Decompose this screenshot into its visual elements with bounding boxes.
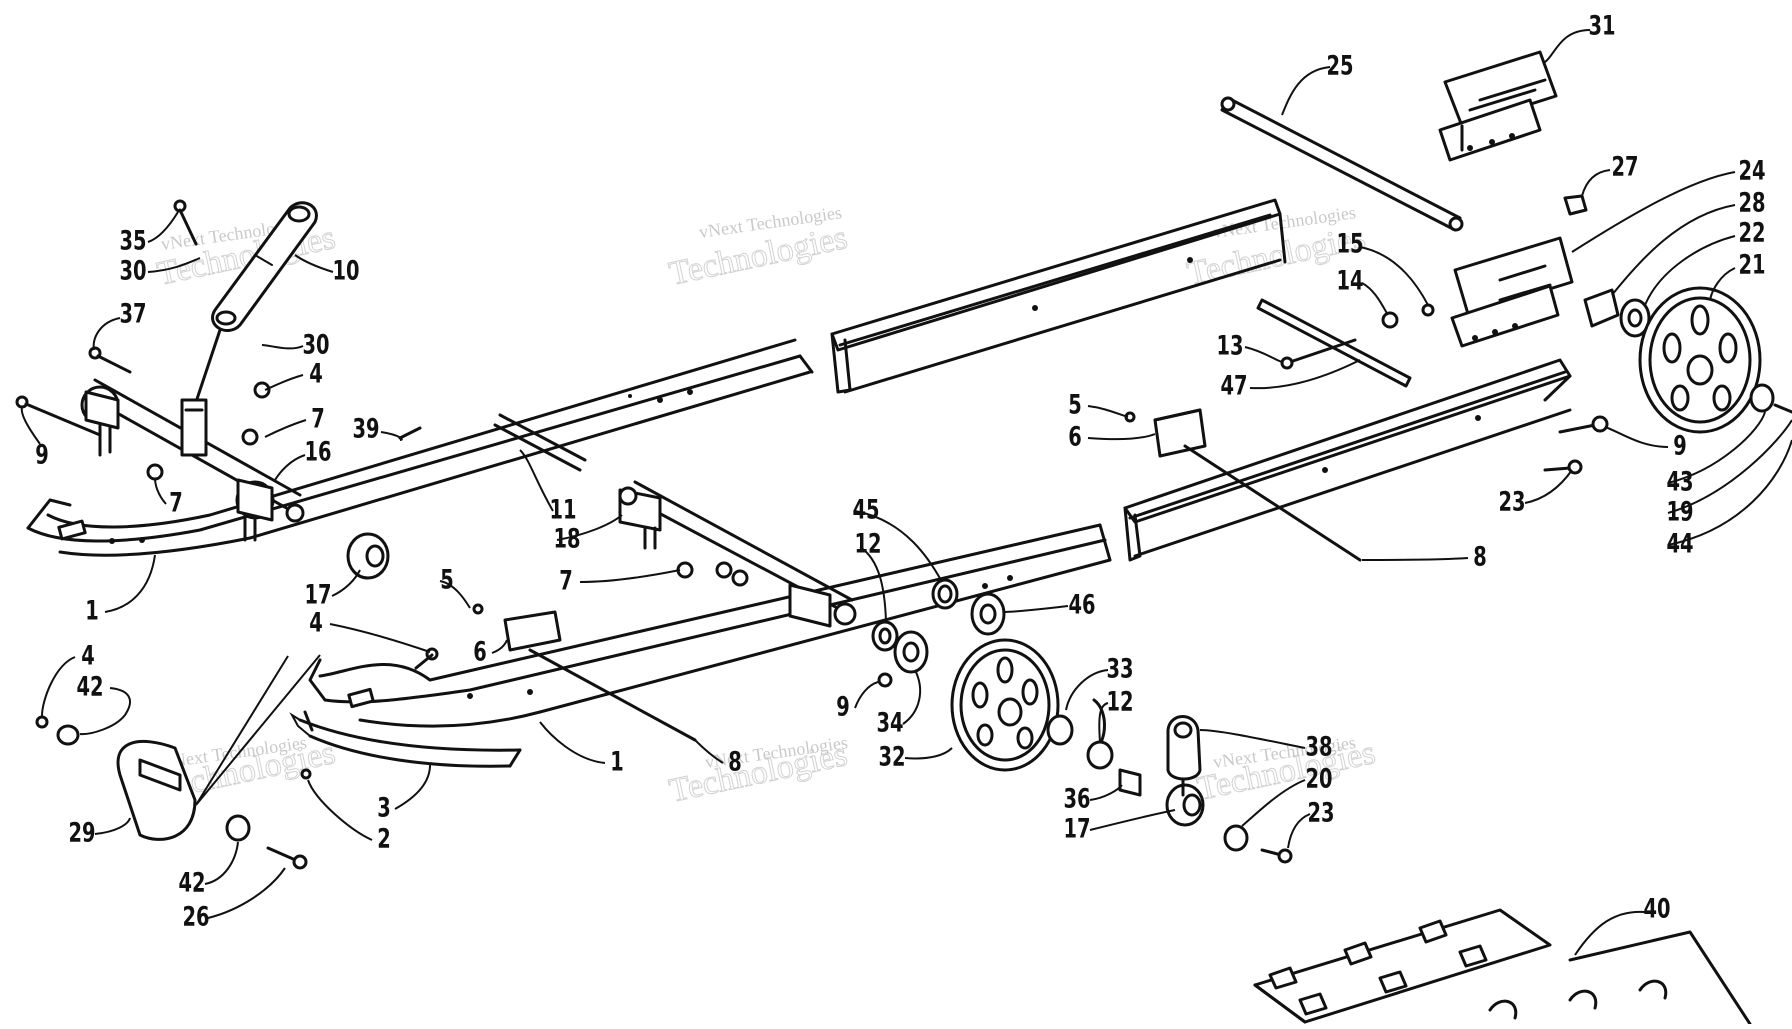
callout-3: 3 — [377, 791, 391, 823]
callout-5: 5 — [1068, 388, 1082, 420]
callout-21: 21 — [1738, 248, 1765, 280]
left-upper-rail — [830, 198, 1287, 394]
callout-2: 2 — [377, 822, 391, 854]
bearing-set — [871, 578, 1006, 674]
callout-25: 25 — [1326, 49, 1353, 81]
idler-roller — [346, 532, 1205, 827]
callout-17: 17 — [1063, 812, 1090, 844]
callout-10: 10 — [332, 254, 359, 286]
callout-4: 4 — [309, 606, 323, 638]
callout-31: 31 — [1588, 9, 1615, 41]
fasteners — [15, 199, 1609, 864]
stop-block — [503, 408, 1207, 652]
rear-idler-wheel — [1638, 286, 1792, 434]
axle-hardware — [1086, 698, 1142, 797]
clip-part — [1563, 194, 1588, 216]
track-segment — [1253, 908, 1752, 1026]
callout-39: 39 — [352, 412, 379, 444]
callout-8: 8 — [1473, 540, 1487, 572]
pivot-block — [84, 390, 274, 522]
callout-34: 34 — [876, 706, 903, 738]
callout-7: 7 — [559, 564, 573, 596]
middle-shaft — [618, 480, 857, 628]
callout-4: 4 — [309, 357, 323, 389]
callout-24: 24 — [1738, 154, 1765, 186]
callout-37: 37 — [119, 297, 146, 329]
callout-7: 7 — [169, 486, 183, 518]
callout-6: 6 — [1068, 420, 1082, 452]
rear-shaft — [1220, 96, 1464, 232]
leader-lines — [20, 29, 1792, 956]
callout-17: 17 — [304, 578, 331, 610]
callout-12: 12 — [854, 527, 881, 559]
cross-shaft — [493, 413, 587, 472]
callout-11: 11 — [549, 493, 576, 525]
callout-26: 26 — [182, 900, 209, 932]
right-slide-rail — [308, 523, 1112, 728]
callout-6: 6 — [473, 635, 487, 667]
callout-1: 1 — [610, 745, 624, 777]
callout-42: 42 — [76, 670, 103, 702]
ski-bumper — [35, 715, 308, 870]
callout-7: 7 — [311, 402, 325, 434]
callout-42: 42 — [178, 866, 205, 898]
callout-23: 23 — [1307, 796, 1334, 828]
left-slide-rail — [26, 338, 814, 557]
callout-4: 4 — [81, 639, 95, 671]
wear-strip — [289, 712, 522, 768]
callout-15: 15 — [1336, 227, 1363, 259]
callout-44: 44 — [1666, 527, 1693, 559]
front-arm — [188, 201, 318, 422]
callout-23: 23 — [1498, 485, 1525, 517]
right-upper-rail — [1123, 358, 1572, 562]
callout-18: 18 — [553, 522, 580, 554]
callout-30: 30 — [119, 254, 146, 286]
spacer-washers — [1583, 288, 1651, 338]
callout-14: 14 — [1336, 264, 1363, 296]
callout-9: 9 — [1673, 429, 1687, 461]
callout-9: 9 — [836, 690, 850, 722]
callout-29: 29 — [68, 816, 95, 848]
tie-rod — [1256, 298, 1412, 388]
callout-33: 33 — [1106, 652, 1133, 684]
line-art — [15, 29, 1792, 1026]
front-bracket — [180, 398, 208, 457]
watermarks: vNext Technologies Technologies vNext Te… — [153, 202, 1379, 810]
callout-1: 1 — [85, 594, 99, 626]
callout-16: 16 — [304, 435, 331, 467]
bolt — [1280, 338, 1357, 370]
callout-38: 38 — [1305, 730, 1332, 762]
callout-9: 9 — [35, 438, 49, 470]
callout-46: 46 — [1068, 588, 1095, 620]
callout-28: 28 — [1738, 186, 1765, 218]
callout-5: 5 — [440, 563, 454, 595]
rear-link — [1166, 715, 1249, 852]
callout-36: 36 — [1063, 782, 1090, 814]
upper-bracket — [1438, 50, 1558, 162]
callout-45: 45 — [852, 493, 879, 525]
callout-20: 20 — [1305, 762, 1332, 794]
callout-13: 13 — [1216, 329, 1243, 361]
rear-bracket — [1450, 236, 1574, 348]
callout-30: 30 — [302, 328, 329, 360]
limiter-rod — [528, 444, 1362, 742]
callout-43: 43 — [1666, 465, 1693, 497]
callout-8: 8 — [728, 745, 742, 777]
callout-32: 32 — [878, 740, 905, 772]
callout-35: 35 — [119, 224, 146, 256]
middle-idler-wheel — [950, 638, 1074, 772]
callout-27: 27 — [1611, 150, 1638, 182]
callout-12: 12 — [1106, 685, 1133, 717]
callout-22: 22 — [1738, 216, 1765, 248]
callout-19: 19 — [1666, 495, 1693, 527]
callout-40: 40 — [1643, 892, 1670, 924]
callout-47: 47 — [1220, 369, 1247, 401]
